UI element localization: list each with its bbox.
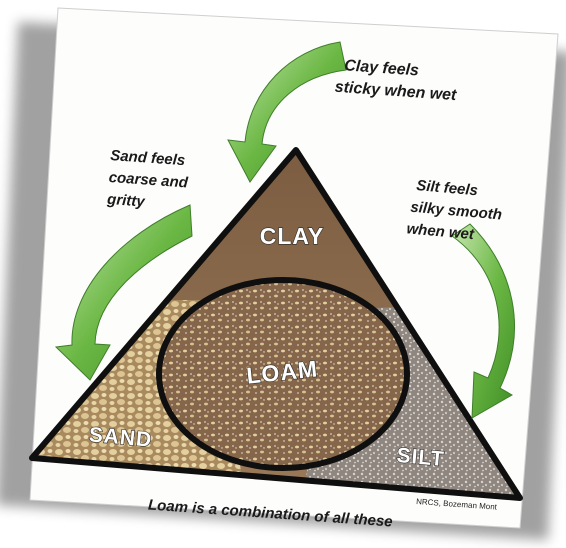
clay-callout-line-1: Clay feels (344, 57, 420, 79)
loam-region (159, 280, 407, 468)
silt-arrow-icon (451, 223, 515, 419)
sand-callout-line-2: coarse and (108, 169, 189, 192)
silt-callout-line-3: when wet (406, 220, 476, 243)
silt-callout-line-1: Silt feels (416, 177, 479, 199)
sand-arrow-icon (54, 204, 193, 381)
sand-callout-line-1: Sand feels (110, 147, 186, 169)
clay-label: CLAY (260, 223, 325, 249)
sand-callout: Sand feels coarse and gritty (106, 147, 190, 211)
silt-label: SILT (396, 444, 446, 471)
triangle-outline (29, 147, 523, 501)
loam-outline (156, 277, 410, 471)
clay-arrow-icon (227, 41, 347, 183)
sand-callout-line-3: gritty (106, 191, 146, 211)
